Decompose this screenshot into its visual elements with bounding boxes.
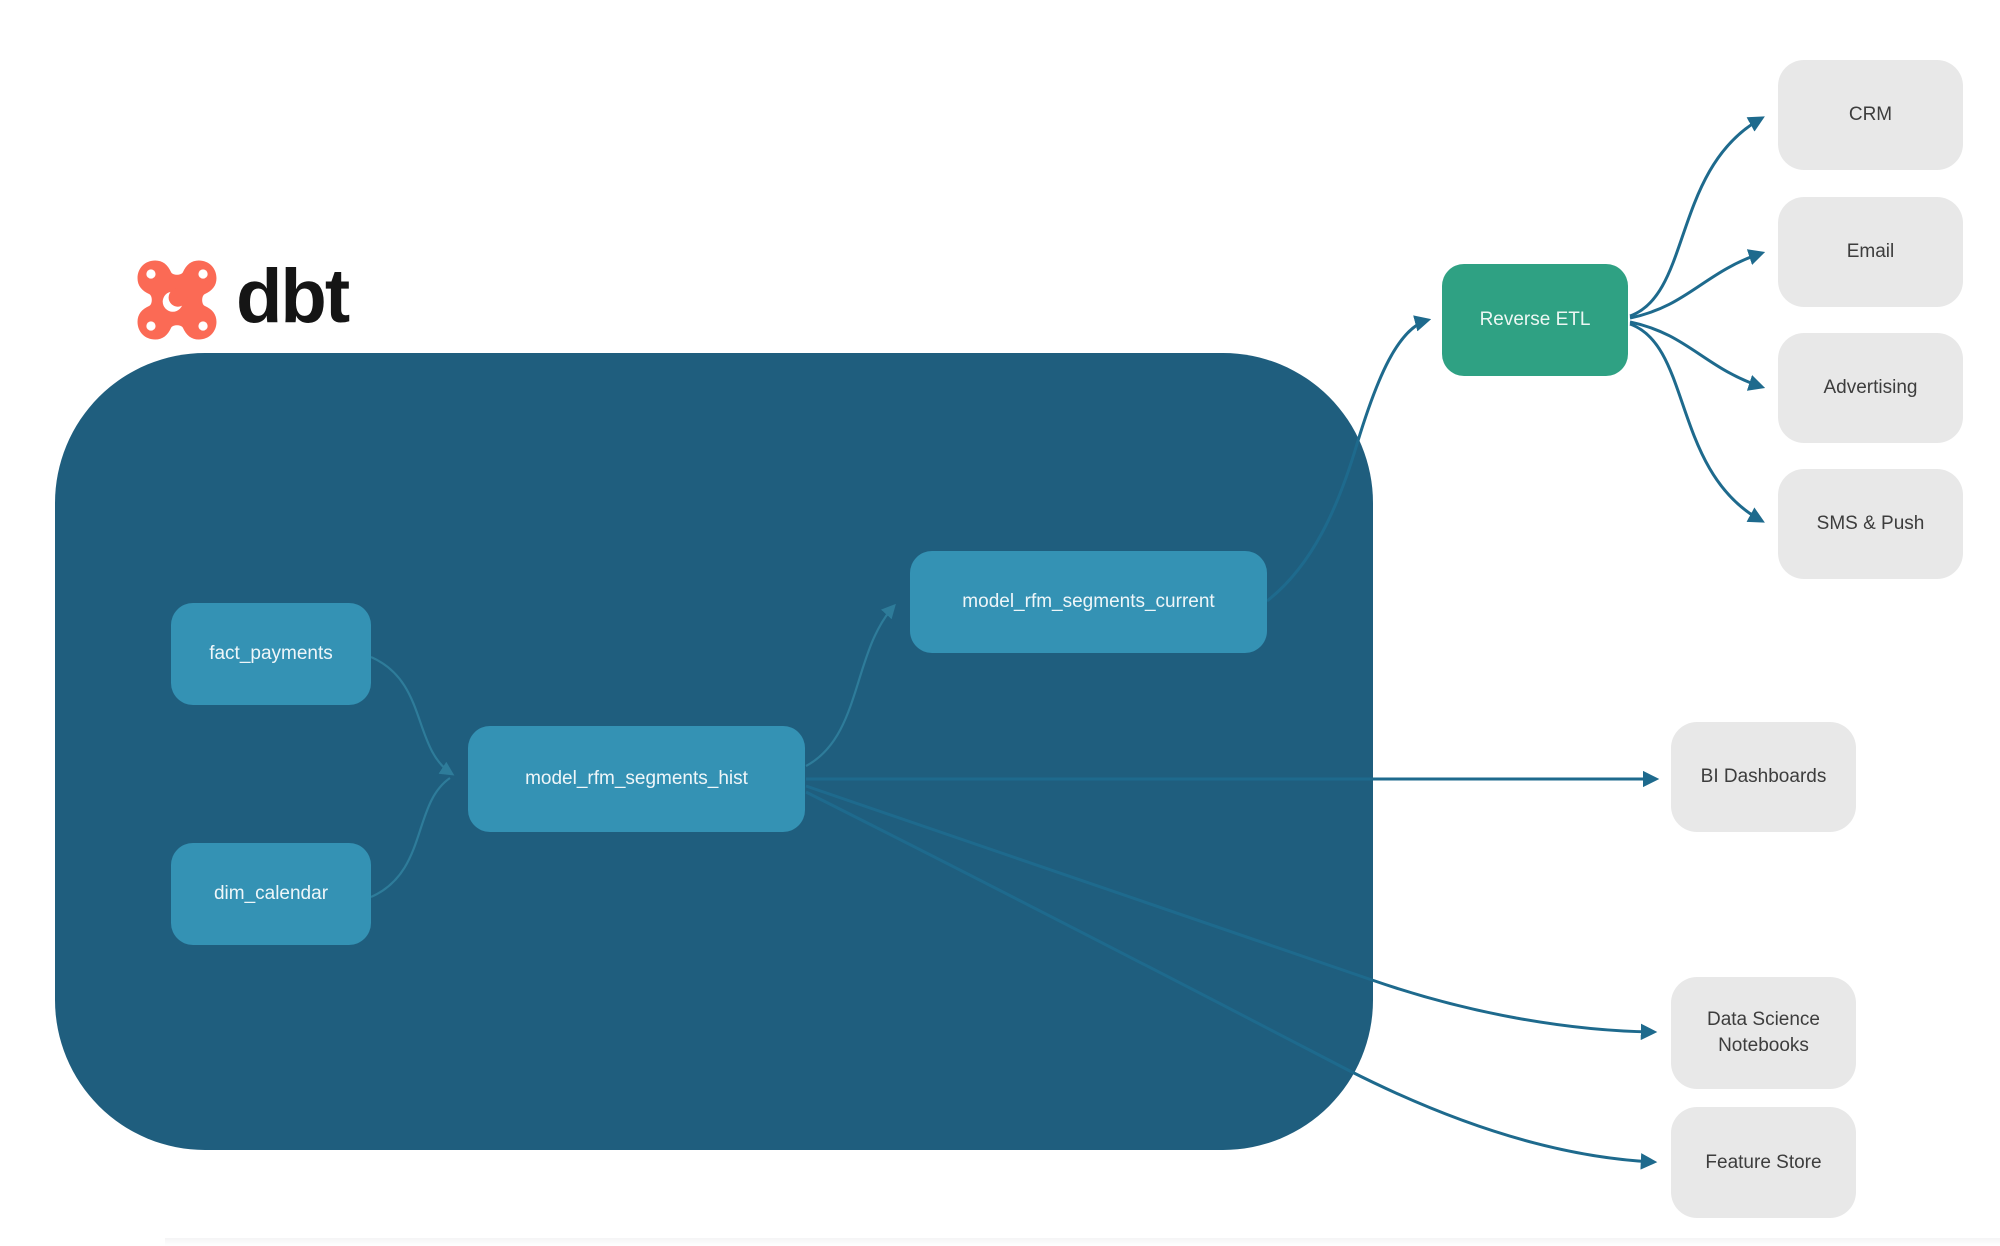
node-email: Email	[1778, 197, 1963, 307]
edge-reverse-etl-to-crm	[1629, 116, 1765, 318]
node-label: Data Science Notebooks	[1706, 1009, 1820, 1056]
node-label: dim_calendar	[213, 883, 329, 905]
node-model-rfm-segments-hist: model_rfm_segments_hist	[468, 726, 805, 832]
page-bottom-edge	[165, 1238, 2000, 1246]
node-label: Reverse ETL	[1479, 309, 1591, 331]
node-model-rfm-segments-current: model_rfm_segments_current	[910, 551, 1267, 653]
node-label: Email	[1846, 241, 1895, 263]
node-label: Advertising	[1823, 377, 1918, 399]
edge-reverse-etl-to-advertising	[1629, 320, 1766, 391]
dbt-logo: dbt	[128, 254, 350, 342]
node-bi-dashboards: BI Dashboards	[1671, 722, 1856, 832]
node-data-science-notebooks: Data Science Notebooks	[1671, 977, 1856, 1089]
node-dim-calendar: dim_calendar	[171, 843, 371, 945]
node-feature-store: Feature Store	[1671, 1107, 1856, 1218]
dbt-logo-icon	[137, 260, 217, 340]
edge-reverse-etl-to-sms-push	[1629, 322, 1765, 523]
dbt-wordmark: dbt	[236, 254, 350, 339]
node-label: SMS & Push	[1816, 513, 1925, 535]
node-label: model_rfm_segments_hist	[525, 768, 748, 790]
node-reverse-etl: Reverse ETL	[1442, 264, 1628, 376]
node-advertising: Advertising	[1778, 333, 1963, 443]
node-label: Feature Store	[1705, 1151, 1822, 1173]
node-sms-push: SMS & Push	[1778, 469, 1963, 579]
node-fact-payments: fact_payments	[171, 603, 371, 705]
node-label: CRM	[1848, 104, 1893, 126]
node-crm: CRM	[1778, 60, 1963, 170]
node-label: fact_payments	[209, 643, 333, 665]
edge-reverse-etl-to-email	[1629, 249, 1766, 320]
node-label: BI Dashboards	[1700, 766, 1827, 788]
node-label: model_rfm_segments_current	[962, 591, 1215, 613]
